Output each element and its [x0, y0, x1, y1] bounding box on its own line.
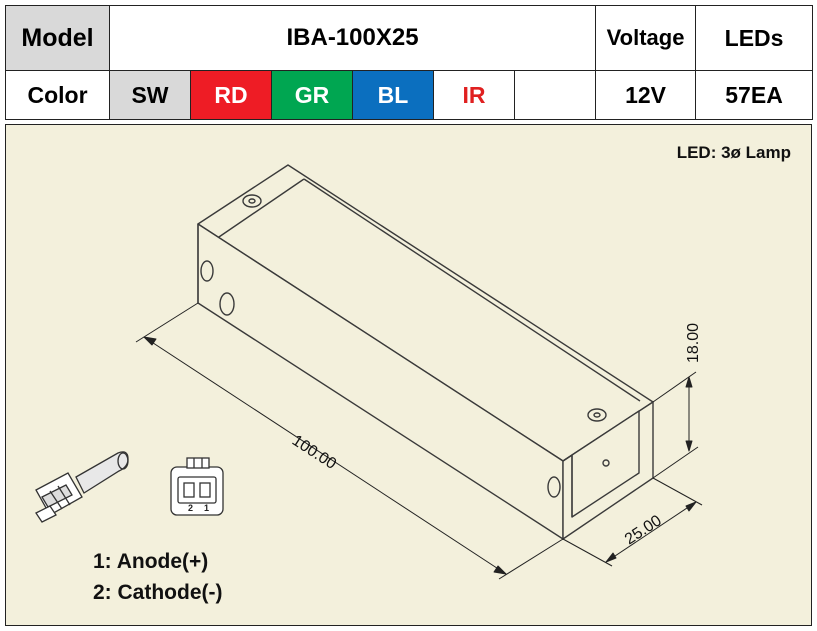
bar-end-face [562, 401, 654, 540]
color-option-gr: GR [271, 70, 353, 120]
color-option-empty [513, 70, 597, 120]
height-dimension: 18.00 [685, 323, 702, 363]
pin-legend-anode: 1: Anode(+) [93, 550, 209, 573]
connector-pinout-icon [170, 457, 224, 516]
leds-label: LEDs [695, 5, 814, 71]
model-value: IBA-100X25 [108, 5, 597, 71]
length-dimension: 100.00 [289, 432, 339, 473]
mounting-holes [200, 194, 610, 498]
cable-connector-icon [35, 451, 129, 523]
pin-legend-cathode: 2: Cathode(-) [93, 581, 223, 604]
drawing-panel: 100.00 25.00 18.00 [5, 124, 812, 626]
leds-value: 57EA [695, 70, 814, 120]
color-label: Color [5, 70, 110, 120]
voltage-value: 12V [595, 70, 697, 120]
width-dimension: 25.00 [622, 512, 665, 548]
color-option-ir: IR [433, 70, 515, 120]
color-option-sw: SW [109, 70, 191, 120]
color-option-bl: BL [352, 70, 434, 120]
model-label: Model [5, 5, 110, 71]
spec-table: Model IBA-100X25 Voltage LEDs Color SW R… [5, 5, 814, 120]
isometric-drawing: 100.00 25.00 18.00 [35, 164, 703, 580]
pin-number-1: 1 [204, 503, 209, 513]
led-spec-note: LED: 3ø Lamp [676, 143, 791, 162]
dimension-lines [135, 302, 703, 580]
voltage-label: Voltage [595, 5, 697, 71]
pin-number-2: 2 [188, 503, 193, 513]
color-option-rd: RD [190, 70, 272, 120]
